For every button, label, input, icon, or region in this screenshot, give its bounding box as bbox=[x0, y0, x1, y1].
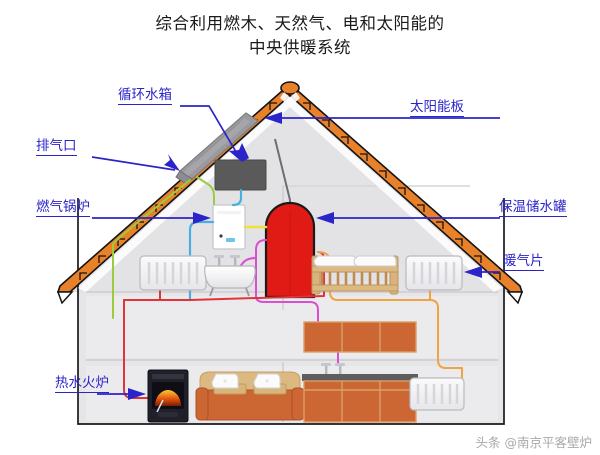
wood-stove[interactable] bbox=[147, 369, 189, 423]
pipe-solar-green-left bbox=[112, 179, 191, 319]
roof-eave-cap-left bbox=[56, 291, 74, 305]
title-line-1: 综合利用燃木、天然气、电和太阳能的 bbox=[155, 14, 445, 33]
kitchen-taps bbox=[321, 363, 345, 374]
arrowhead-exhaust-vent bbox=[164, 154, 180, 171]
circulation-tank[interactable] bbox=[214, 159, 267, 191]
sofa[interactable] bbox=[195, 371, 305, 421]
radiator-right-middle[interactable] bbox=[405, 255, 463, 291]
gas-boiler[interactable] bbox=[212, 204, 246, 250]
label-hot-water-stove: 热水火炉 bbox=[55, 375, 109, 393]
roof-ridge-cap bbox=[280, 81, 300, 95]
arrowhead-gas-boiler bbox=[193, 212, 211, 224]
label-solar-panel: 太阳能板 bbox=[410, 99, 464, 117]
radiator-left-middle[interactable] bbox=[139, 255, 207, 291]
arrowhead-circulation-tank bbox=[229, 143, 249, 162]
middle-floor-inner bbox=[86, 296, 498, 358]
radiator-right-ground[interactable] bbox=[409, 377, 465, 411]
arrow-line-circulation-tank bbox=[180, 105, 240, 158]
roof-eave-cap-right bbox=[506, 291, 524, 305]
pipe-solar-green-top bbox=[196, 176, 215, 205]
label-radiator: 暖气片 bbox=[503, 253, 544, 271]
watermark: 头条 @南京平客壁炉 bbox=[475, 435, 592, 450]
arrowhead-storage-tank bbox=[316, 212, 334, 224]
house-outline bbox=[77, 198, 505, 425]
kitchen-upper-cabinets[interactable] bbox=[303, 321, 417, 353]
pipe-orange-top bbox=[317, 251, 431, 301]
label-insulated-storage-tank: 保温储水罐 bbox=[499, 199, 567, 217]
callout-arrows bbox=[91, 105, 500, 395]
arrowhead-solar-panel bbox=[264, 112, 282, 124]
roof-eave-left bbox=[78, 92, 300, 292]
pipe-magenta-main bbox=[255, 239, 311, 303]
arrowhead-radiator bbox=[464, 266, 482, 278]
bathtub[interactable] bbox=[204, 255, 256, 297]
kitchen-counter[interactable] bbox=[302, 363, 418, 381]
bed[interactable] bbox=[311, 255, 399, 295]
callout-arrowheads bbox=[128, 112, 482, 400]
label-gas-boiler: 燃气锅炉 bbox=[36, 199, 90, 217]
pipe-magenta-bath bbox=[235, 257, 257, 287]
insulated-storage-tank[interactable] bbox=[264, 201, 316, 299]
label-circulation-tank: 循环水箱 bbox=[118, 87, 172, 105]
roof-eave-right bbox=[280, 92, 502, 292]
pipe-blue-tank-to-boiler bbox=[231, 188, 243, 207]
bathtub-taps bbox=[214, 255, 240, 266]
title-line-2: 中央供暖系统 bbox=[249, 38, 351, 57]
arrowhead-hot-water-stove bbox=[128, 388, 146, 400]
kitchen-lower-cabinets[interactable] bbox=[303, 380, 417, 423]
label-exhaust-vent: 排气口 bbox=[36, 138, 77, 156]
arrow-line-exhaust-vent bbox=[91, 156, 176, 171]
pipe-orange-down bbox=[429, 299, 463, 369]
page-title: 综合利用燃木、天然气、电和太阳能的 中央供暖系统 bbox=[0, 12, 600, 60]
roof-tile-notches-right bbox=[303, 102, 501, 280]
attic-wall bbox=[64, 90, 516, 292]
